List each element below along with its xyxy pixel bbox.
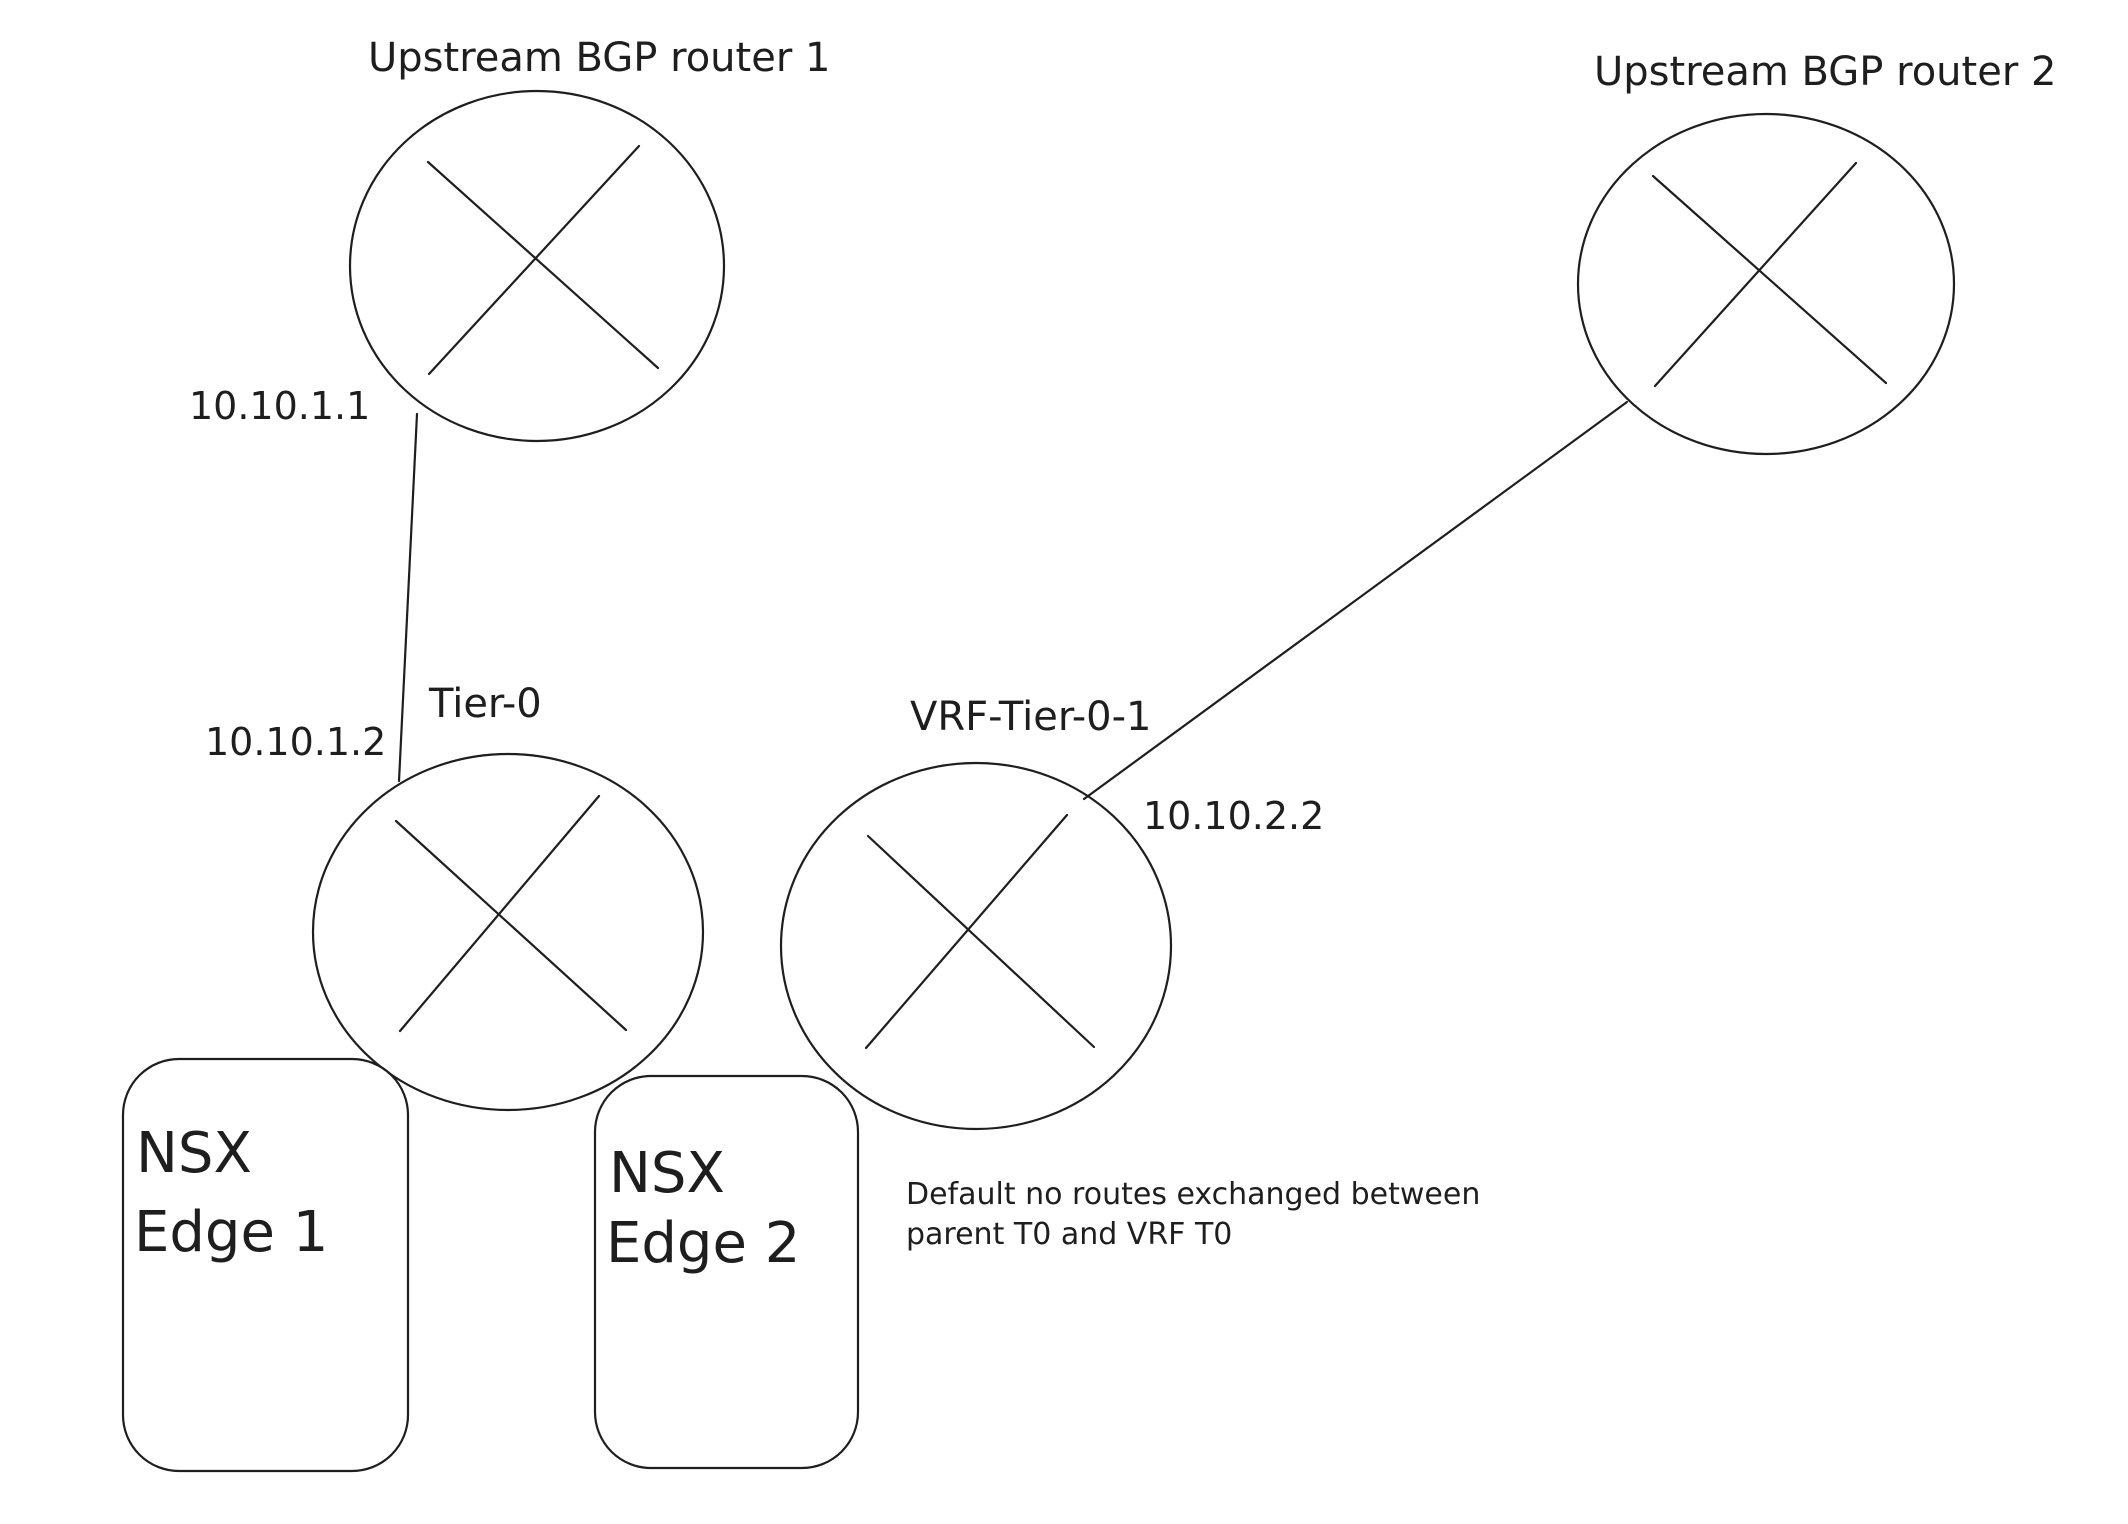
note-line-1: Default no routes exchanged between [906,1177,1480,1212]
router-circle [348,89,726,443]
router-upstream-1 [348,89,726,443]
ip-label-vrf: 10.10.2.2 [1143,794,1324,838]
router-circle [311,752,705,1112]
note-line-2: parent T0 and VRF T0 [906,1217,1232,1252]
router-cross-line [398,794,601,1033]
tier-0-label: Tier-0 [428,681,542,727]
nsx-edge-1-label-line2: Edge 1 [134,1200,328,1265]
router-upstream-2 [1576,112,1956,456]
router-cross-line [864,813,1069,1050]
nsx-edge-1-box [121,1057,410,1473]
router-circle [1576,112,1956,456]
link-upstream1-tier0 [397,412,419,783]
vrf-tier-0-1-label: VRF-Tier-0-1 [910,694,1152,740]
link-upstream2-vrf [1082,400,1629,801]
nsx-edge-2-label-line1: NSX [609,1141,725,1206]
upstream-router-2-label: Upstream BGP router 2 [1594,49,2056,95]
nsx-edge-2-label-line2: Edge 2 [606,1211,800,1276]
router-cross-line [394,819,628,1032]
router-cross-line [1651,174,1888,385]
ip-label-tier-0: 10.10.1.2 [205,720,386,764]
nsx-edge-2-box [593,1074,860,1470]
router-circle [779,761,1173,1131]
router-vrf-tier-0-1 [779,761,1173,1131]
upstream-router-1-label: Upstream BGP router 1 [368,35,830,81]
router-cross-line [1653,161,1858,388]
nsx-edge-1-label-line1: NSX [136,1121,252,1186]
router-cross-line [866,834,1096,1049]
router-cross-line [427,144,641,376]
ip-label-upstream-1: 10.10.1.1 [189,384,370,428]
router-tier-0 [311,752,705,1112]
router-cross-line [426,160,660,370]
